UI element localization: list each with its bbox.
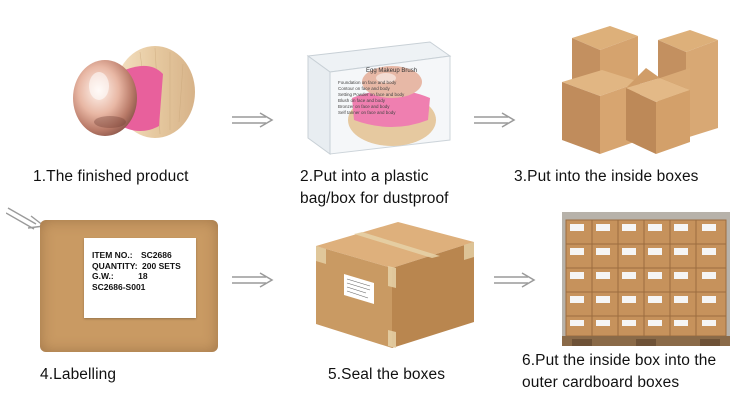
step-3-caption: 3.Put into the inside boxes bbox=[514, 168, 699, 185]
step-2-caption-line-2: bag/box for dustproof bbox=[300, 190, 449, 208]
step-3-image bbox=[540, 18, 730, 158]
package-line: Self tanner on face and body bbox=[338, 110, 396, 115]
stacked-boxes-illustration bbox=[562, 212, 730, 346]
package-line: Setting Powder on face and body bbox=[338, 92, 405, 97]
step-4-image: ITEM NO.: SC2686 QUANTITY: 200 SETS G.W.… bbox=[40, 220, 218, 352]
step-2-caption: 2.Put into a plastic bag/box for dustpro… bbox=[300, 166, 449, 211]
package-line: Foundation on face and body bbox=[338, 80, 397, 85]
step-5-caption: 5.Seal the boxes bbox=[328, 366, 446, 383]
label-gw-key: G.W.: bbox=[92, 271, 114, 281]
step-2-image: Egg Makeup Brush Foundation on face and … bbox=[300, 38, 455, 158]
arrow-right-icon bbox=[474, 112, 516, 128]
step-5-image bbox=[310, 212, 480, 350]
step-1-image bbox=[55, 30, 205, 160]
arrow-right-icon bbox=[494, 272, 536, 288]
arrow-right-icon bbox=[232, 112, 274, 128]
makeup-brush-illustration bbox=[73, 46, 195, 138]
plastic-box-illustration bbox=[306, 41, 452, 155]
step-6-caption-line-1: 6.Put the inside box into the bbox=[522, 352, 717, 369]
label-item-key: ITEM NO.: bbox=[92, 250, 133, 260]
arrow-right-icon bbox=[232, 272, 274, 288]
step-6-image bbox=[562, 212, 730, 346]
shipping-label: ITEM NO.: SC2686 QUANTITY: 200 SETS G.W.… bbox=[84, 238, 196, 318]
label-gw-row: G.W.: 18 bbox=[92, 271, 196, 282]
inside-boxes-illustration bbox=[562, 26, 718, 154]
step-6-caption-line-2: outer cardboard boxes bbox=[522, 374, 680, 392]
label-quantity-value: 200 SETS bbox=[142, 260, 181, 271]
package-title: Egg Makeup Brush bbox=[366, 68, 418, 74]
label-gw-value: 18 bbox=[138, 271, 148, 281]
package-line: Blush on face and body bbox=[338, 98, 386, 103]
package-text-lines: Foundation on face and body Contour on f… bbox=[338, 80, 404, 116]
label-item-value: SC2686 bbox=[140, 250, 172, 260]
label-quantity-key: QUANTITY: bbox=[92, 260, 138, 271]
package-line: Bronzer on face and body bbox=[338, 104, 390, 109]
step-2-caption-line-1: 2.Put into a plastic bbox=[300, 168, 429, 185]
label-quantity-row: QUANTITY: 200 SETS bbox=[92, 261, 196, 272]
label-item-row: ITEM NO.: SC2686 bbox=[92, 250, 196, 261]
step-1-caption: 1.The finished product bbox=[33, 168, 189, 185]
package-line: Contour on face and body bbox=[338, 86, 390, 91]
sealed-box-illustration bbox=[316, 222, 474, 348]
step-6-caption: 6.Put the inside box into the outer card… bbox=[522, 350, 716, 395]
step-4-caption: 4.Labelling bbox=[40, 366, 117, 383]
label-code: SC2686-S001 bbox=[92, 281, 146, 292]
